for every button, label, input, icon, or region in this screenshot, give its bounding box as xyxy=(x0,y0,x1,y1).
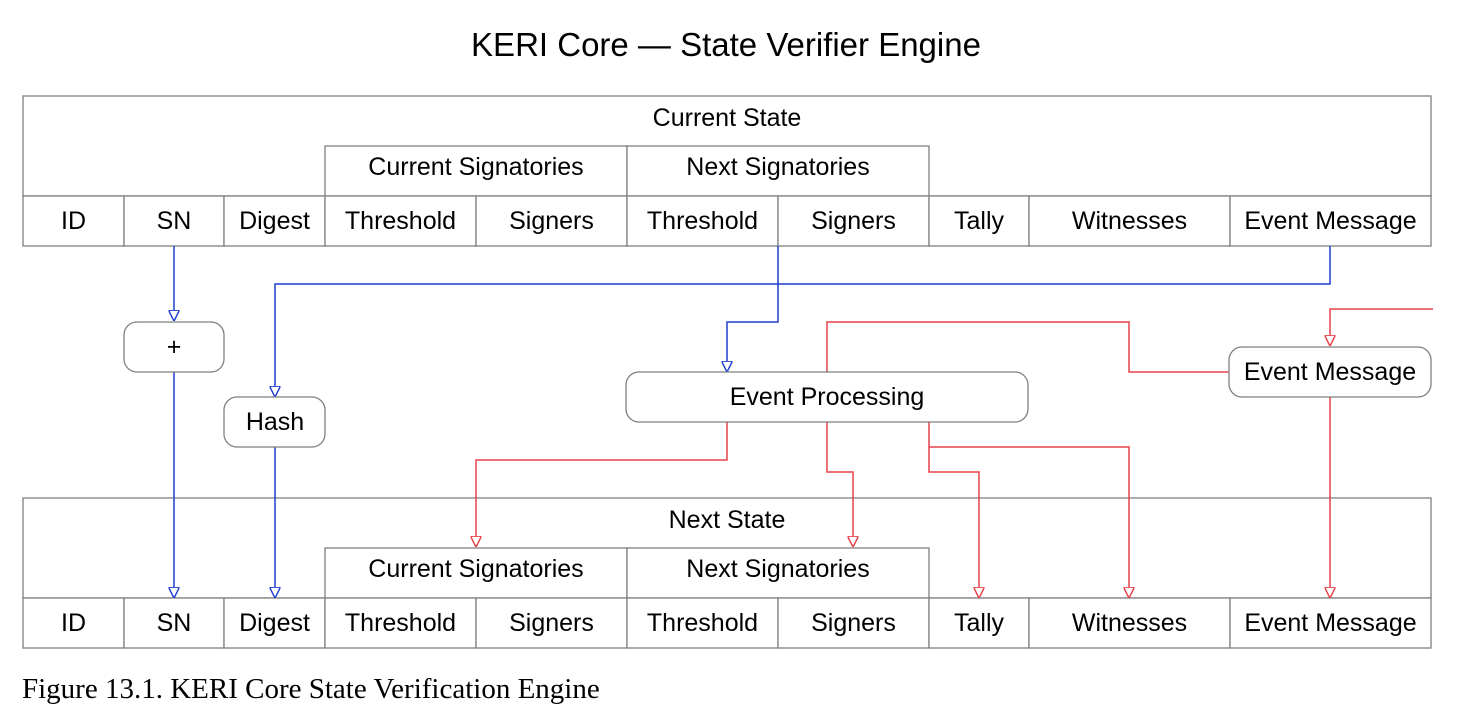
next-state-field-cell xyxy=(626,597,779,649)
current-state-field-cell xyxy=(223,195,326,247)
current-state-current-signatories-label: Current Signatories xyxy=(368,153,583,181)
figure-caption: Figure 13.1. KERI Core State Verificatio… xyxy=(22,673,600,705)
current-state-field-label: Witnesses xyxy=(1072,207,1187,235)
event-processing-node: Event Processing xyxy=(625,371,1029,423)
current-state-next-signatories xyxy=(626,145,930,197)
processing-to-next-signatories-arrow xyxy=(826,422,853,546)
next-state-field-cell xyxy=(777,597,930,649)
current-state-field-cell xyxy=(324,195,477,247)
next-state-field-cell xyxy=(22,597,125,649)
event-message-node-label: Event Message xyxy=(1244,358,1416,386)
current-state-field-cell xyxy=(777,195,930,247)
next-state-field-cell xyxy=(123,597,225,649)
plus-node-label: + xyxy=(167,333,182,361)
next-signers-to-event-processing-arrow xyxy=(727,246,779,371)
next-state-field-cell xyxy=(475,597,628,649)
current-state-field-label: Tally xyxy=(954,207,1005,235)
next-state-field-cell xyxy=(324,597,477,649)
next-state-field-cell xyxy=(223,597,326,649)
current-state-fields: ID SN Digest Threshold Signers Threshold Signe… xyxy=(22,195,1432,247)
hash-node-label: Hash xyxy=(246,408,304,436)
next-state-field-label: Threshold xyxy=(345,609,456,637)
current-state-field-label: ID xyxy=(61,207,86,235)
event-message-to-hash-arrow xyxy=(275,246,1331,396)
next-state-fields: ID SN Digest Threshold Signers Threshold Signe… xyxy=(22,597,1432,649)
next-state-next-signatories-label: Next Signatories xyxy=(686,555,869,583)
current-state-field-cell xyxy=(475,195,628,247)
next-state-field-label: Witnesses xyxy=(1072,609,1187,637)
next-state-field-label: Digest xyxy=(239,609,310,637)
processing-to-witnesses-arrow xyxy=(929,446,1129,597)
plus-node: + xyxy=(123,321,225,373)
current-state-field-label: SN xyxy=(157,207,192,235)
incoming-event-message-arrow xyxy=(1330,308,1433,345)
next-state-field-label: Tally xyxy=(954,609,1005,637)
current-state-label: Current State xyxy=(653,104,802,132)
event-message-to-event-processing-line xyxy=(826,321,1229,373)
state-flow-connectors xyxy=(174,246,1331,597)
diagram-title: KERI Core — State Verifier Engine xyxy=(471,26,981,63)
current-state-table: Current State Current Signatories Next S… xyxy=(22,95,1432,247)
event-processing-label: Event Processing xyxy=(730,383,925,411)
next-state-field-label: ID xyxy=(61,609,86,637)
next-state-field-cell xyxy=(1028,597,1231,649)
current-state-field-label: Signers xyxy=(509,207,594,235)
current-state-current-signatories xyxy=(324,145,628,197)
current-state-field-cell xyxy=(1028,195,1231,247)
current-state-field-cell xyxy=(626,195,779,247)
processing-to-current-signatories-arrow xyxy=(476,422,728,546)
current-state-field-label: Event Message xyxy=(1244,207,1416,235)
current-state-field-label: Threshold xyxy=(647,207,758,235)
next-state-field-label: Signers xyxy=(509,609,594,637)
next-state-current-signatories-label: Current Signatories xyxy=(368,555,583,583)
event-message-node: Event Message xyxy=(1228,346,1432,398)
next-state-field-label: Threshold xyxy=(647,609,758,637)
next-state-field-label: Event Message xyxy=(1244,609,1416,637)
next-state-next-signatories xyxy=(626,547,930,599)
current-state-field-label: Threshold xyxy=(345,207,456,235)
next-state-table: Next State Current Signatories Next Sign… xyxy=(22,497,1432,649)
current-state-field-label: Digest xyxy=(239,207,310,235)
event-flow-connectors xyxy=(476,308,1433,597)
next-state-label: Next State xyxy=(669,506,786,534)
hash-node: Hash xyxy=(223,396,326,448)
current-state-next-signatories-label: Next Signatories xyxy=(686,153,869,181)
next-state-field-cell xyxy=(1229,597,1432,649)
next-state-field-label: SN xyxy=(157,609,192,637)
current-state-field-label: Signers xyxy=(811,207,896,235)
next-state-field-label: Signers xyxy=(811,609,896,637)
